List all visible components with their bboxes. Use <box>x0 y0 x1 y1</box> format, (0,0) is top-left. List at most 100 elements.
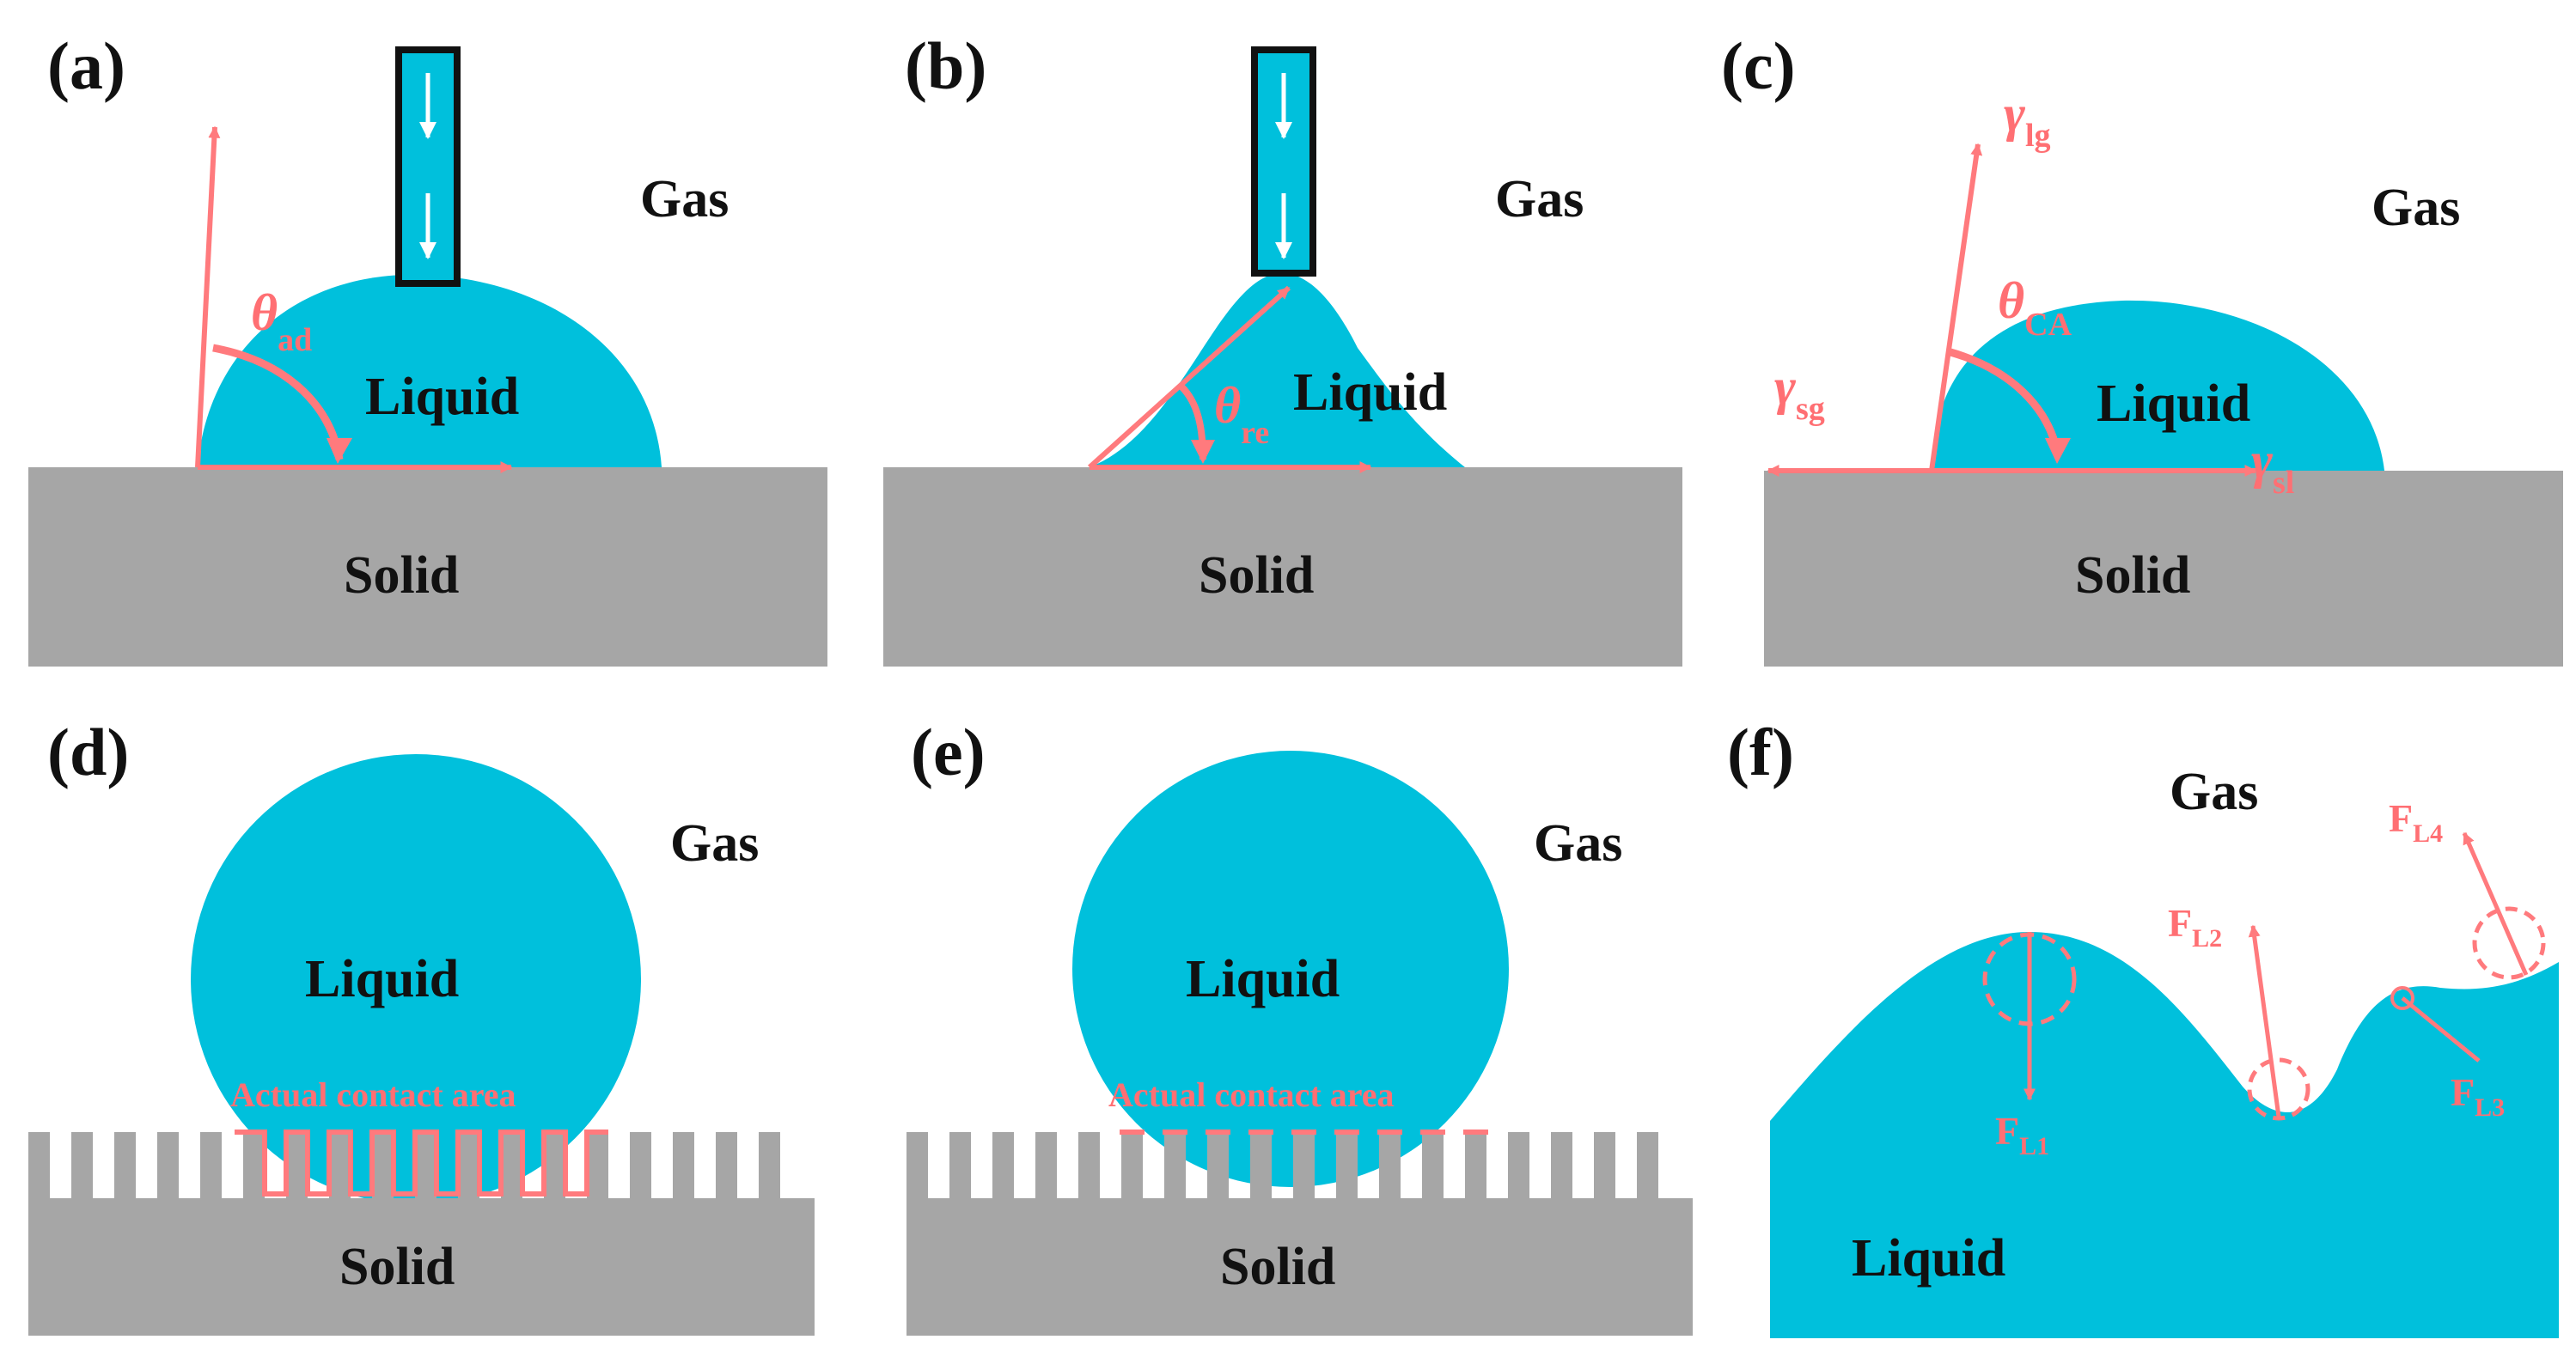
gas-label: Gas <box>2372 179 2460 237</box>
liquid-droplet <box>191 754 641 1204</box>
gas-label: Gas <box>670 814 759 873</box>
surface-pillar <box>372 1132 394 1200</box>
surface-pillar <box>1121 1132 1143 1200</box>
contact-area-label: Actual contact area <box>1108 1075 1395 1114</box>
angle-arrowhead <box>327 438 352 464</box>
surface-pillar <box>286 1132 308 1200</box>
surface-pillar <box>71 1132 93 1200</box>
panel-tag: (c) <box>1721 28 1796 103</box>
surface-pillar <box>157 1132 179 1200</box>
surface-pillar <box>501 1132 522 1200</box>
surface-pillar <box>544 1132 565 1200</box>
contact-area-label: Actual contact area <box>230 1075 516 1114</box>
liquid-droplet <box>198 274 662 467</box>
solid-label: Solid <box>1199 546 1314 605</box>
panel-tag: (a) <box>47 28 125 103</box>
surface-pillar <box>243 1132 265 1200</box>
bubble-l3 <box>2390 986 2414 1010</box>
surface-pillar <box>28 1132 50 1200</box>
surface-pillar <box>458 1132 479 1200</box>
bubble-l4 <box>2472 906 2546 980</box>
surface-pillar <box>673 1132 694 1200</box>
force-l3-arrow <box>2401 996 2481 1063</box>
surface-pillar <box>1379 1132 1401 1200</box>
liquid-droplet <box>1932 300 2384 471</box>
surface-pillar <box>906 1132 928 1200</box>
surface-pillar <box>1508 1132 1529 1200</box>
liquid-label: Liquid <box>1293 363 1447 422</box>
solid-block <box>1764 471 2563 667</box>
pillar-array <box>28 1132 780 1200</box>
solid-label: Solid <box>344 546 459 605</box>
surface-pillar <box>1336 1132 1358 1200</box>
surface-pillar <box>1078 1132 1100 1200</box>
surface-pillar <box>1422 1132 1444 1200</box>
gas-label: Gas <box>1534 814 1622 873</box>
force-l3-label: FL3 <box>2451 1070 2505 1122</box>
solid-label: Solid <box>1220 1238 1335 1296</box>
liquid-label: Liquid <box>2097 374 2250 433</box>
liquid-label: Liquid <box>1852 1229 2005 1288</box>
panel-tag: (e) <box>911 715 986 789</box>
panel-e: (e) Gas Liquid Solid Actual contact area <box>906 715 1693 1336</box>
contact-angle-label: θCA <box>1998 272 2072 343</box>
force-l4-arrow <box>2462 831 2529 976</box>
tension-sg-label: γsg <box>1774 358 1825 427</box>
liquid-label: Liquid <box>305 950 459 1008</box>
liquid-droplet <box>1090 273 1465 467</box>
panel-f: (f) Gas Liquid FL1 FL2 FL3 FL4 <box>1727 715 2559 1338</box>
solid-base <box>906 1198 1693 1336</box>
panel-tag: (b) <box>905 28 986 103</box>
surface-pillar <box>1207 1132 1229 1200</box>
surface-pillar <box>587 1132 608 1200</box>
surface-pillar <box>630 1132 651 1200</box>
solid-base <box>28 1198 815 1336</box>
surface-pillar <box>1594 1132 1615 1200</box>
surface-pillar <box>949 1132 971 1200</box>
surface-pillar <box>1035 1132 1057 1200</box>
angle-arrowhead <box>2045 438 2071 464</box>
solid-block <box>883 467 1682 667</box>
tangent-arrow <box>195 125 221 468</box>
force-l1-label: FL1 <box>1995 1109 2049 1160</box>
tangent-arrow <box>1087 285 1291 470</box>
tension-lg-label: γlg <box>2004 85 2051 154</box>
surface-pillar <box>114 1132 136 1200</box>
panel-d: (d) Gas Liquid Solid Actual contact area <box>28 715 815 1336</box>
surface-pillar <box>1164 1132 1186 1200</box>
force-l2-label: FL2 <box>2168 901 2222 953</box>
panel-a: (a) Gas Liquid Solid θad <box>28 28 827 667</box>
liquid-label: Liquid <box>1186 950 1340 1008</box>
surface-pillar <box>1551 1132 1572 1200</box>
panel-b: (b) Gas Liquid Solid θre <box>883 28 1682 667</box>
solid-label: Solid <box>2075 546 2190 605</box>
liquid-label: Liquid <box>365 368 519 426</box>
gas-label: Gas <box>1495 170 1584 228</box>
actual-contact-outline <box>235 1130 608 1197</box>
force-l4-label: FL4 <box>2389 796 2443 848</box>
liquid-droplet <box>1072 751 1509 1187</box>
surface-pillar <box>1250 1132 1272 1200</box>
panel-tag: (d) <box>47 715 129 789</box>
gas-label: Gas <box>2170 763 2258 821</box>
panel-tag: (f) <box>1727 715 1794 789</box>
surface-pillar <box>1465 1132 1486 1200</box>
receding-angle-label: θre <box>1214 377 1269 451</box>
bubble-l2 <box>2247 1057 2310 1121</box>
surface-pillar <box>759 1132 780 1200</box>
panel-c: (c) Gas Liquid Solid θCA γlg γsg γsl <box>1721 28 2563 667</box>
liquid-wave <box>1770 932 2559 1338</box>
surface-pillar <box>329 1132 351 1200</box>
force-l2-arrow <box>2248 924 2281 1117</box>
advancing-angle-label: θad <box>251 284 312 358</box>
solid-block <box>28 467 827 667</box>
surface-pillar <box>992 1132 1014 1200</box>
surface-pillar <box>716 1132 737 1200</box>
surface-pillar <box>200 1132 222 1200</box>
surface-pillar <box>415 1132 436 1200</box>
angle-arrowhead <box>1191 440 1215 464</box>
tension-lg-arrow <box>1929 143 1983 472</box>
solid-label: Solid <box>339 1238 455 1296</box>
surface-pillar <box>1293 1132 1315 1200</box>
